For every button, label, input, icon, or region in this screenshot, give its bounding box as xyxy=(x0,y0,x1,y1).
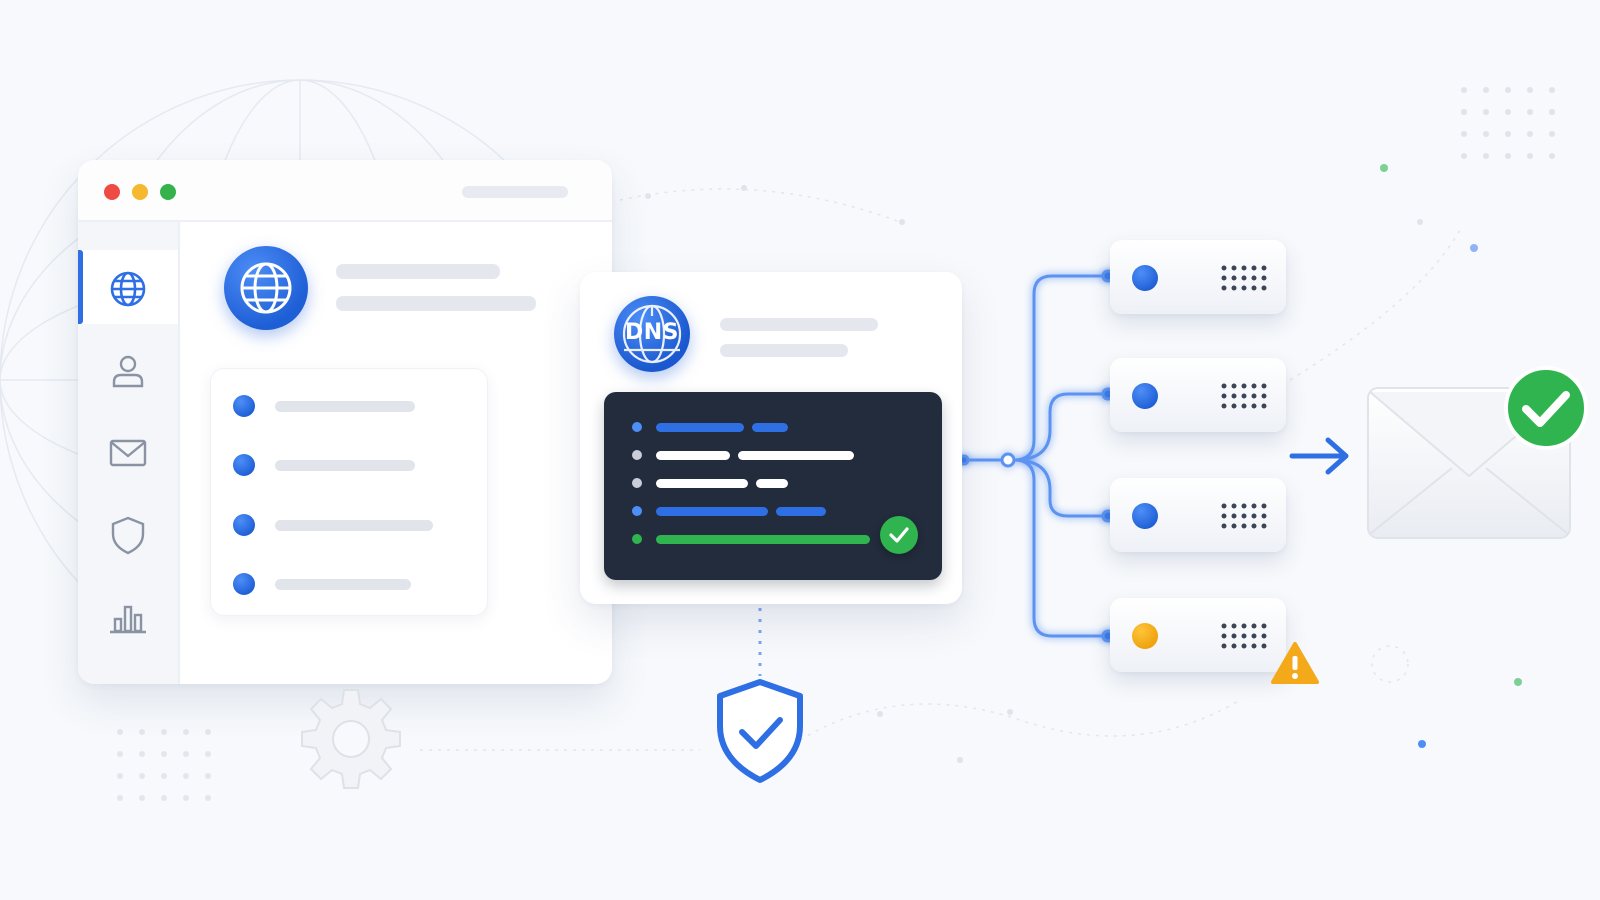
terminal-code-line xyxy=(656,479,748,488)
shield-check-icon xyxy=(717,679,803,783)
terminal-line-marker xyxy=(632,422,642,432)
terminal-code-line xyxy=(656,423,744,432)
globe-icon xyxy=(110,271,146,307)
domain-list-card xyxy=(210,368,488,616)
header-placeholder-line xyxy=(336,296,536,311)
close-dot[interactable] xyxy=(104,184,120,200)
arrow-right-icon xyxy=(1289,437,1349,475)
globe-icon xyxy=(240,262,292,314)
server-status-led xyxy=(1132,503,1158,529)
server-vent-icon xyxy=(1221,623,1267,649)
list-placeholder-text xyxy=(275,579,411,590)
mail-server-1[interactable] xyxy=(1110,240,1286,314)
header-placeholder-line xyxy=(336,264,500,279)
list-item[interactable] xyxy=(211,510,487,540)
address-bar-placeholder[interactable] xyxy=(462,186,568,198)
user-icon xyxy=(112,355,144,388)
server-vent-icon xyxy=(1221,503,1267,529)
sidebar-item-mail[interactable] xyxy=(78,414,178,488)
shield-icon xyxy=(111,516,145,555)
check-icon xyxy=(889,527,909,543)
check-icon xyxy=(1504,366,1588,450)
sidebar-item-users[interactable] xyxy=(78,332,178,406)
warning-icon xyxy=(1271,642,1319,684)
terminal-code-line xyxy=(656,451,730,460)
terminal-code-line xyxy=(776,507,826,516)
mail-server-2[interactable] xyxy=(1110,358,1286,432)
record-placeholder-line xyxy=(720,318,878,331)
dns-label: DNS xyxy=(624,320,680,345)
list-item[interactable] xyxy=(211,391,487,421)
server-status-led xyxy=(1132,265,1158,291)
dns-to-servers-connector xyxy=(958,269,1115,643)
background-dashed-paths xyxy=(420,188,1461,751)
window-titlebar xyxy=(78,160,612,222)
server-vent-icon xyxy=(1221,383,1267,409)
list-item[interactable] xyxy=(211,569,487,599)
background-dots-top-right xyxy=(1461,87,1555,159)
terminal-success-line xyxy=(656,535,870,544)
list-placeholder-text xyxy=(275,460,415,471)
mail-server-4[interactable] xyxy=(1110,598,1286,672)
terminal-code-line xyxy=(656,507,768,516)
list-bullet xyxy=(233,395,255,417)
terminal-line-marker xyxy=(632,534,642,544)
sidebar xyxy=(78,222,180,684)
maximize-dot[interactable] xyxy=(160,184,176,200)
minimize-dot[interactable] xyxy=(132,184,148,200)
sidebar-item-domains[interactable] xyxy=(78,250,178,324)
domain-globe-badge xyxy=(224,246,308,330)
server-vent-icon xyxy=(1221,265,1267,291)
terminal-line-marker xyxy=(632,450,642,460)
terminal-line-marker xyxy=(632,506,642,516)
dns-badge: DNS xyxy=(614,296,690,372)
list-bullet xyxy=(233,514,255,536)
server-status-led xyxy=(1132,383,1158,409)
gear-icon xyxy=(301,689,401,789)
mail-server-3[interactable] xyxy=(1110,478,1286,552)
browser-window xyxy=(78,160,612,684)
list-placeholder-text xyxy=(275,520,433,531)
terminal-code-line xyxy=(752,423,788,432)
list-item[interactable] xyxy=(211,450,487,480)
background-dots-bottom-left xyxy=(117,729,211,801)
server-status-led xyxy=(1132,623,1158,649)
verified-badge xyxy=(880,516,918,554)
bar-chart-icon xyxy=(110,605,146,634)
dns-terminal-panel xyxy=(604,392,942,580)
dns-record-card: DNS xyxy=(580,272,962,604)
record-placeholder-line xyxy=(720,344,848,357)
sidebar-item-analytics[interactable] xyxy=(78,578,178,652)
mail-icon xyxy=(109,439,147,467)
list-placeholder-text xyxy=(275,401,415,412)
terminal-code-line xyxy=(756,479,788,488)
terminal-code-line xyxy=(738,451,854,460)
list-bullet xyxy=(233,454,255,476)
dns-globe-icon xyxy=(622,304,682,364)
sidebar-item-security[interactable] xyxy=(78,496,178,570)
list-bullet xyxy=(233,573,255,595)
terminal-line-marker xyxy=(632,478,642,488)
